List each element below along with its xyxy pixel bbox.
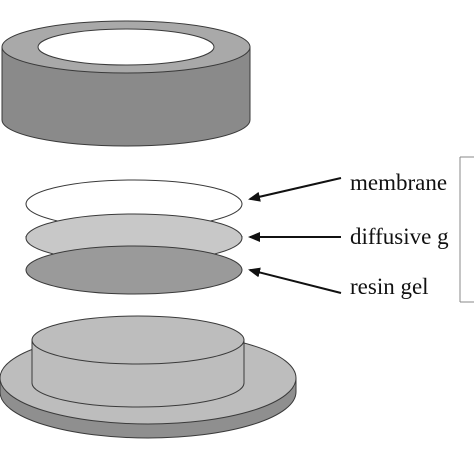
resin-gel-disc — [25, 245, 243, 295]
membrane-arrow — [248, 177, 342, 202]
base-cylinder-top — [31, 315, 245, 365]
cap-ring-side — [1, 46, 251, 147]
diffusive-gel-label: diffusive g — [350, 224, 449, 249]
resin-arrow — [248, 267, 342, 294]
resin-gel-label: resin gel — [350, 274, 429, 299]
base-piston — [0, 315, 297, 439]
cap-ring-window — [37, 28, 215, 66]
membrane-label: membrane — [350, 170, 447, 195]
cap-ring — [1, 20, 251, 147]
resin-gel-layer — [25, 245, 243, 295]
